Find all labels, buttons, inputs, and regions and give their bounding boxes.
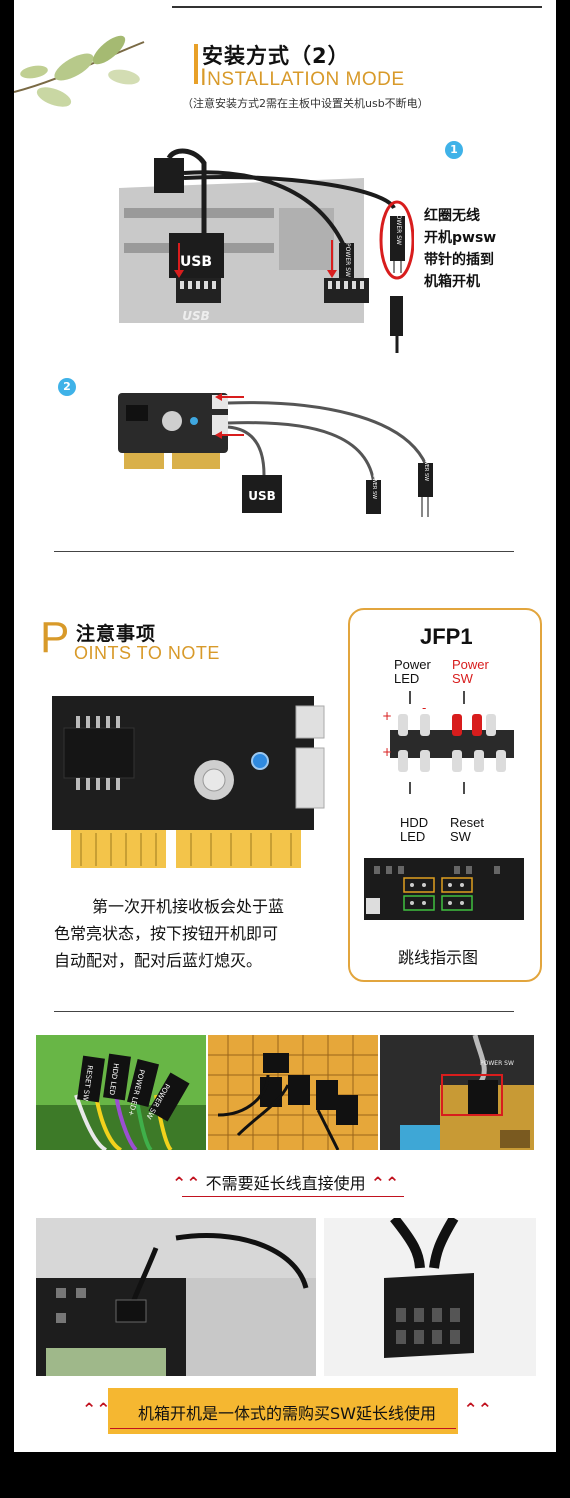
pairing-description: 第一次开机接收板会处于蓝 色常亮状态，按下按钮开机即可 自动配对，配对后蓝灯熄灭… <box>54 897 285 970</box>
section-divider-2 <box>54 1011 514 1012</box>
power-led-label: Power LED <box>394 657 431 686</box>
section1-title: 安装方式（2） <box>202 44 350 68</box>
power-sw-label-2b: POWER SW <box>423 453 429 481</box>
caption-no-extension: ⌃⌃ 不需要延长线直接使用 ⌃⌃ <box>172 1174 400 1194</box>
caption-banner <box>108 1388 458 1434</box>
section2-title: 注意事项 <box>76 623 157 645</box>
minus-marker: - <box>422 701 426 715</box>
hdd-led-label: HDD LED <box>400 815 429 844</box>
receiver-board-illustration <box>52 696 325 868</box>
jfp1-caption: 跳线指示图 <box>398 948 479 967</box>
section2-heading: P 注意事项 OINTS TO NOTE <box>40 613 260 667</box>
section1-note: （注意安装方式2需在主板中设置关机usb不断电） <box>182 97 429 110</box>
caption-need-extension: ⌃⌃ 机箱开机是一体式的需购买SW延长线使用 ⌃⌃ <box>82 1400 492 1423</box>
top-divider <box>172 6 542 8</box>
photo-board-cable <box>36 1218 316 1376</box>
step-badge-1: 1 <box>445 141 463 159</box>
power-sw-label: Power SW <box>452 657 489 686</box>
caption2-underline <box>110 1428 456 1429</box>
photo-cable-labels: RESET SW HDD LED POWER LED+ POWER SW <box>36 1035 206 1150</box>
usb-silkscreen: USB <box>182 309 210 323</box>
caption1-underline <box>182 1196 404 1197</box>
heading-accent-bar <box>194 44 198 84</box>
photo-connectors-on-board <box>208 1035 378 1150</box>
installation-diagram-1: USB USB POWER SW POWER SW <box>119 148 414 353</box>
section1-subtitle: INSTALLATION MODE <box>200 64 405 91</box>
photo-connector-closeup <box>324 1218 536 1376</box>
section2-subtitle: OINTS TO NOTE <box>74 643 220 663</box>
photo-installed-header: POWER SW <box>380 1035 534 1150</box>
usb-label: USB <box>180 254 212 270</box>
plus-marker-top: + <box>382 709 392 723</box>
motherboard-header-photo <box>364 858 524 920</box>
leaves-decoration <box>14 35 145 107</box>
reset-sw-label: Reset SW <box>450 815 484 844</box>
usb-label-2: USB <box>248 489 276 503</box>
power-sw-ring-label: POWER SW <box>395 211 402 245</box>
section-divider-1 <box>54 551 514 552</box>
jfp1-title: JFP1 <box>420 624 473 649</box>
installation-diagram-2: USB POWER SW POWER SW <box>118 393 433 517</box>
product-detail-page: 安装方式（2） INSTALLATION MODE （注意安装方式2需在主板中设… <box>14 0 556 1452</box>
photo3-label: POWER SW <box>480 1060 514 1067</box>
power-sw-small-label: POWER SW <box>344 243 351 277</box>
jfp1-card: JFP1 Power LED Power SW + + - <box>348 608 542 982</box>
jfp1-header-diagram: + + - <box>382 691 514 794</box>
step-badge-2: 2 <box>58 378 76 396</box>
power-sw-label-2a: POWER SW <box>371 471 377 499</box>
section2-initial: P <box>40 613 70 662</box>
callout-text: 红圈无线 开机pwsw 带针的插到 机箱开机 <box>424 208 497 290</box>
plus-marker-bottom: + <box>382 745 392 759</box>
